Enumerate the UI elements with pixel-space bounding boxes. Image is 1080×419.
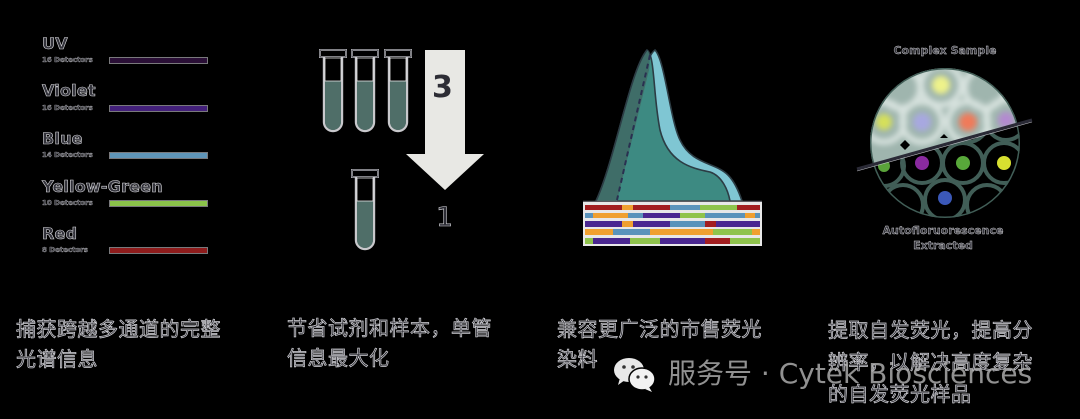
watermark: 服务号 · Cytek Biosciences	[612, 354, 1032, 394]
caption-tubes-line1: 节省试剂和样本，单管	[287, 316, 492, 341]
to-count: 1	[436, 202, 454, 234]
caption-spectra-line1: 兼容更广泛的市售荧光	[557, 317, 762, 342]
caption-tubes-line2: 信息最大化	[287, 346, 390, 371]
tube-icon	[384, 49, 412, 133]
complex-sample-label: Complex Sample	[893, 44, 997, 57]
from-count: 3	[432, 70, 453, 105]
spectra-stripes	[585, 205, 760, 244]
autofluorescence-label-line1: Autofloruorescence	[882, 224, 1004, 237]
laser-yellow-green-label: Yellow-Green	[42, 177, 163, 196]
caption-autofluorescence-line1: 提取自发荧光，提高分	[828, 318, 1033, 343]
single-tube-icon	[351, 169, 379, 251]
laser-violet-detectors: 16 Detectors	[42, 104, 93, 112]
laser-uv-detectors: 16 Detectors	[42, 56, 93, 64]
caption-spectra: 兼容更广泛的市售荧光 染料	[557, 314, 817, 374]
laser-violet-label: Violet	[42, 81, 96, 100]
tubes-illustration	[319, 49, 484, 251]
caption-spectra-line2: 染料	[557, 347, 598, 372]
laser-red-label: Red	[42, 224, 78, 243]
caption-autofluorescence: 提取自发荧光，提高分 辨率，以解决高度复杂 的自发荧光样品	[828, 314, 1078, 410]
separator-line	[856, 118, 1033, 171]
dashed-line	[616, 54, 651, 201]
tube-icon	[351, 49, 379, 133]
caption-autofluorescence-line2: 辨率，以解决高度复杂	[828, 350, 1033, 375]
watermark-text: 服务号 · Cytek Biosciences	[668, 357, 1033, 390]
laser-blue-bar	[110, 153, 207, 158]
caption-detectors: 捕获跨越多通道的完整 光谱信息	[16, 314, 276, 374]
caption-detectors-line2: 光谱信息	[16, 347, 98, 372]
laser-red-bar	[110, 248, 207, 253]
laser-uv-bar	[110, 58, 207, 63]
spectra-illustration	[583, 48, 762, 246]
laser-blue-detectors: 14 Detectors	[42, 151, 93, 159]
laser-violet-bar	[110, 106, 207, 111]
caption-detectors-line1: 捕获跨越多通道的完整	[16, 317, 221, 342]
caption-autofluorescence-line3: 的自发荧光样品	[828, 382, 972, 407]
caption-tubes: 节省试剂和样本，单管 信息最大化	[287, 313, 547, 373]
tube-icon	[319, 49, 347, 133]
laser-yellow-green-detectors: 10 Detectors	[42, 199, 93, 207]
wechat-icon	[614, 358, 656, 392]
laser-blue-label: Blue	[42, 129, 83, 148]
autofluorescence-illustration	[856, 68, 1033, 218]
laser-red-detectors: 8 Detectors	[42, 246, 88, 254]
down-arrow-icon	[406, 50, 484, 190]
laser-uv-label: UV	[42, 34, 68, 53]
peak-dark	[596, 50, 650, 201]
laser-yellow-green-bar	[110, 201, 207, 206]
autofluorescence-label-line2: Extracted	[913, 239, 973, 252]
